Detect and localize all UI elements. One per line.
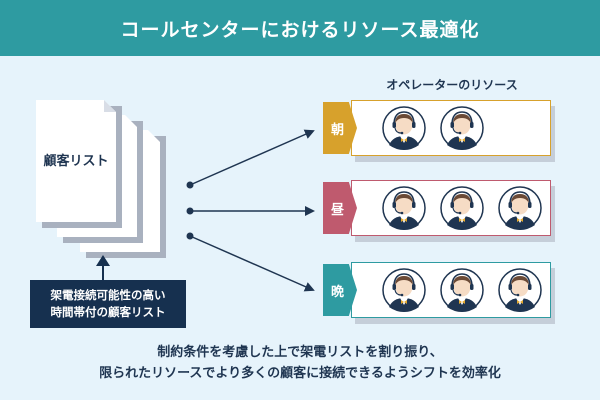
operator-icon <box>497 267 543 313</box>
operator-icon <box>381 185 427 231</box>
shift-label-noon: 昼 <box>330 202 344 218</box>
document-stack-icon <box>36 100 166 258</box>
operator-icon <box>439 185 485 231</box>
bottom-description: 制約条件を考慮した上で架電リストを割り振り、 限られたリソースでより多くの顧客に… <box>0 342 600 384</box>
operator-resources-title: オペレーターのリソース <box>386 78 518 92</box>
shift-row-noon: 昼 <box>323 180 563 242</box>
note-line-2: 時間帯付の顧客リスト <box>50 305 166 319</box>
operator-icon <box>439 105 485 151</box>
operator-list <box>381 267 543 313</box>
document-sheet-front <box>36 100 116 222</box>
shift-tag-morning: 朝 <box>323 102 357 154</box>
shift-row-morning: 朝 <box>323 100 563 162</box>
shift-label-evening: 晩 <box>330 284 344 300</box>
document-label: 顧客リスト <box>43 153 108 169</box>
target-list-note: 架電接続可能性の高い 時間帯付の顧客リスト <box>30 280 186 328</box>
arrow-to-morning <box>189 129 315 186</box>
shift-tag-evening: 晩 <box>323 264 357 316</box>
description-line-1: 制約条件を考慮した上で架電リストを割り振り、 <box>157 345 443 360</box>
title-bar: コールセンターにおけるリソース最適化 <box>0 0 600 56</box>
operator-icon <box>497 185 543 231</box>
arrow-to-evening <box>189 235 315 292</box>
operator-icon <box>439 267 485 313</box>
note-line-1: 架電接続可能性の高い <box>50 288 166 302</box>
operator-list <box>381 185 543 231</box>
up-arrow-icon <box>96 255 110 280</box>
description-line-2: 限られたリソースでより多くの顧客に接続できるようシフトを効率化 <box>99 366 501 381</box>
shift-row-evening: 晩 <box>323 262 563 324</box>
connector-arrows <box>186 129 315 292</box>
operator-list <box>381 105 485 151</box>
operator-icon <box>381 267 427 313</box>
operator-icon <box>381 105 427 151</box>
document-fold <box>104 100 116 112</box>
shift-label-morning: 朝 <box>330 122 344 138</box>
page-title: コールセンターにおけるリソース最適化 <box>120 18 480 41</box>
shift-tag-noon: 昼 <box>323 182 357 234</box>
